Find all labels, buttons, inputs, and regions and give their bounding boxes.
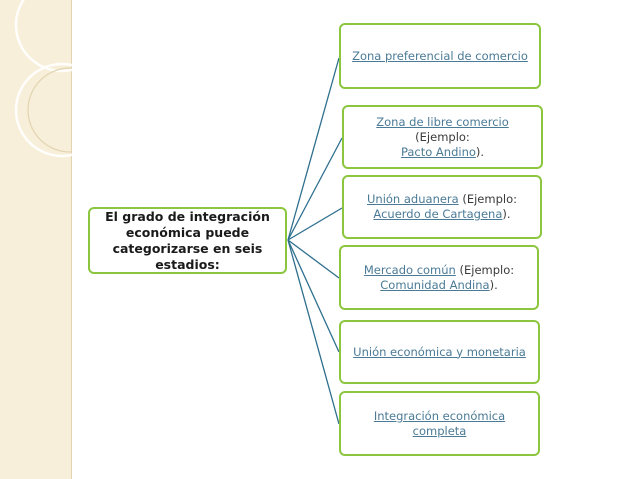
stage-node-3: Unión aduanera (Ejemplo: Acuerdo de Cart… xyxy=(342,175,542,239)
stage-link[interactable]: Integración económica completa xyxy=(346,409,533,439)
stage-link[interactable]: Unión económica y monetaria xyxy=(353,345,526,360)
stage-node-6: Integración económica completa xyxy=(339,391,540,456)
stage-link[interactable]: Zona de libre comercio xyxy=(376,115,509,129)
example-link[interactable]: Comunidad Andina xyxy=(380,278,489,292)
connector-5 xyxy=(288,240,339,352)
root-line: estadios: xyxy=(105,257,270,273)
stage-example-text: (Ejemplo: xyxy=(459,192,517,206)
stage-node-4: Mercado común (Ejemplo: Comunidad Andina… xyxy=(339,245,539,310)
root-line: económica puede xyxy=(105,225,270,241)
stage-example-suffix: ). xyxy=(490,278,498,292)
connector-1 xyxy=(288,58,339,240)
stage-node-2: Zona de libre comercio (Ejemplo: Pacto A… xyxy=(342,105,543,169)
root-node: El grado de integración económica puede … xyxy=(88,207,287,274)
stage-example-text: (Ejemplo: xyxy=(456,263,514,277)
connector-4 xyxy=(288,240,339,278)
stage-link[interactable]: Unión aduanera xyxy=(367,192,459,206)
stage-node-1: Zona preferencial de comercio xyxy=(339,23,541,89)
connector-6 xyxy=(288,240,339,424)
example-link[interactable]: Acuerdo de Cartagena xyxy=(373,207,502,221)
example-link[interactable]: Pacto Andino xyxy=(401,145,476,159)
stage-link[interactable]: Mercado común xyxy=(364,263,456,277)
stage-example-suffix: ). xyxy=(502,207,510,221)
stage-node-5: Unión económica y monetaria xyxy=(339,320,540,384)
stage-example-text: (Ejemplo: xyxy=(415,130,470,144)
stage-example-suffix: ). xyxy=(476,145,484,159)
root-line: El grado de integración xyxy=(105,209,270,225)
root-line: categorizarse en seis xyxy=(105,241,270,257)
stage-link[interactable]: Zona preferencial de comercio xyxy=(352,49,528,64)
